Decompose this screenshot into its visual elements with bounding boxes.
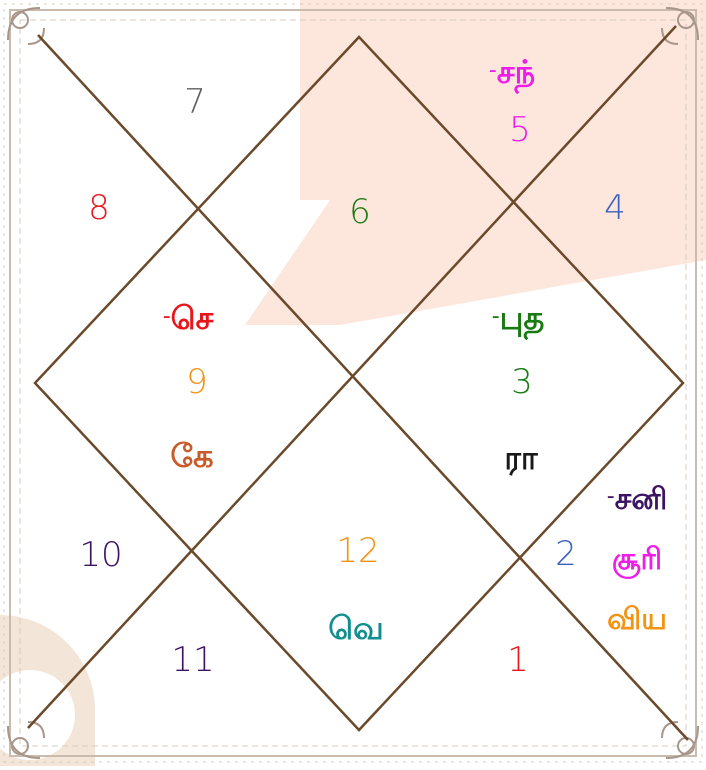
- house-number-2: 2: [555, 537, 577, 571]
- planet-budhan: -புத: [492, 302, 545, 334]
- planet-sani: -சனி: [607, 485, 667, 515]
- planet-velli: வெ: [328, 612, 384, 644]
- planet-viyazhan: விய: [607, 605, 667, 635]
- house-number-3: 3: [511, 365, 533, 399]
- house-number-12: 12: [336, 534, 379, 568]
- house-number-11: 11: [171, 643, 214, 677]
- house-number-1: 1: [507, 643, 529, 677]
- planet-kethu: கே: [170, 440, 213, 472]
- planet-raahu: ரா: [504, 442, 537, 474]
- planet-sevvai: -செ: [163, 302, 214, 334]
- house-number-8: 8: [88, 191, 110, 225]
- planet-chandran: -சந்: [489, 56, 535, 88]
- corner-ornament-tl: [8, 8, 44, 44]
- house-number-5: 5: [509, 113, 531, 147]
- house-number-10: 10: [79, 538, 122, 572]
- house-number-6: 6: [349, 195, 371, 229]
- corner-ornament-br: [662, 722, 698, 758]
- house-number-9: 9: [186, 365, 208, 399]
- house-number-4: 4: [604, 191, 626, 225]
- planet-sooriyan: சூரி: [612, 545, 662, 575]
- house-number-7: 7: [184, 85, 206, 119]
